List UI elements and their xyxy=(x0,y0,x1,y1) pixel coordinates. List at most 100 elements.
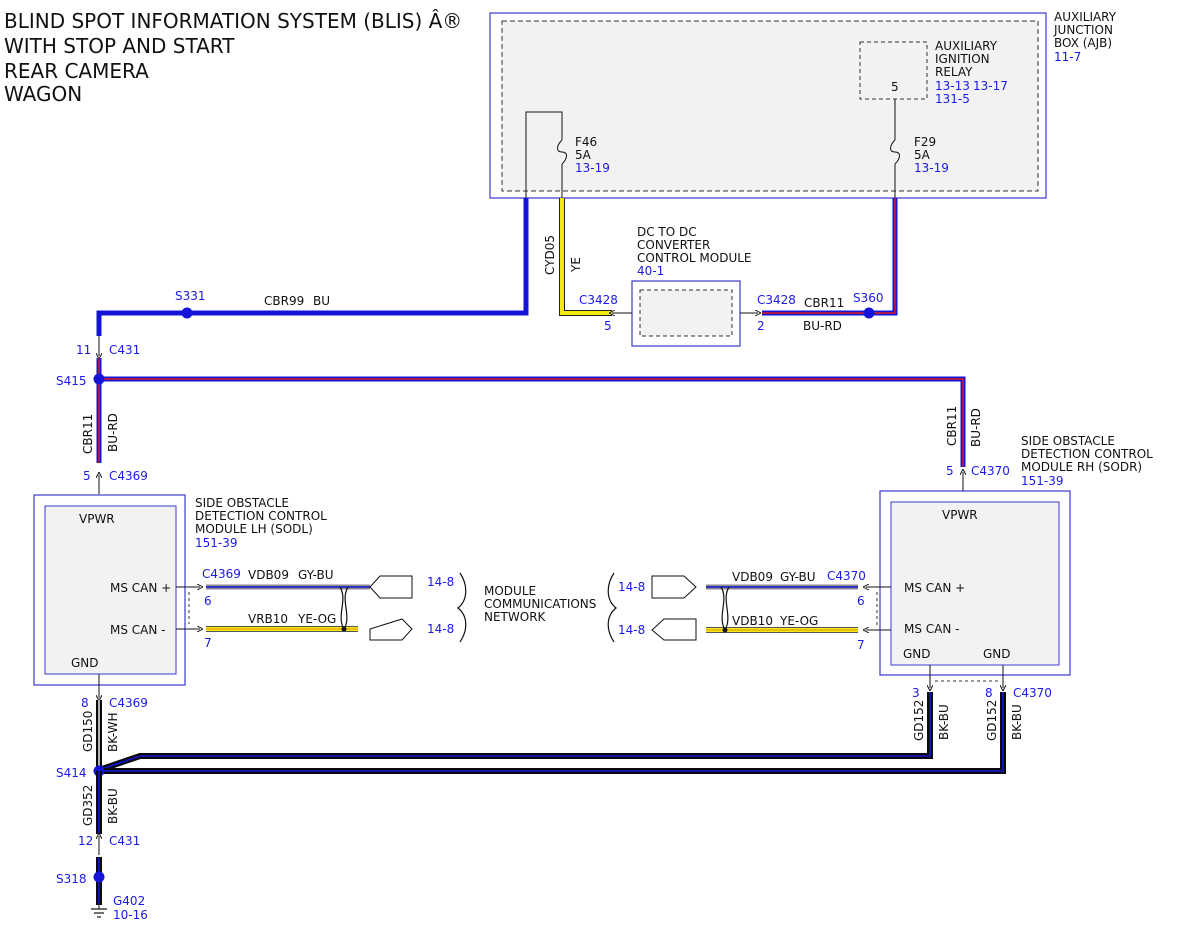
gnd-right-pin-1: 3 xyxy=(912,686,920,700)
gd152-2-color: BK-BU xyxy=(1010,704,1024,740)
title-line-3: REAR CAMERA xyxy=(4,59,149,83)
c431-top-conn: C431 xyxy=(109,343,140,357)
ajb-block: AUXILIARY JUNCTION BOX (AJB) 11-7 xyxy=(489,10,1117,199)
aux-ignition-relay: 5 AUXILIARY IGNITION RELAY 13-13 13-17 1… xyxy=(859,39,1008,106)
sodl-label-1: SIDE OBSTACLE xyxy=(195,496,289,510)
c3428-left-pin: 5 xyxy=(604,319,612,333)
connector-c4369-top: 5 C4369 xyxy=(83,469,148,494)
ajb-label-2: JUNCTION xyxy=(1053,23,1113,37)
can-right: 14-8 14-8 VDB09 GY-BU VDB10 YE-OG C4370 … xyxy=(607,569,891,652)
diagram-title: BLIND SPOT INFORMATION SYSTEM (BLIS) Â® … xyxy=(4,9,462,106)
fuse-f46: F46 5A 13-19 xyxy=(525,111,610,198)
relay-pin: 5 xyxy=(891,80,899,94)
title-line-2: WITH STOP AND START xyxy=(4,34,235,58)
ajb-label-1: AUXILIARY xyxy=(1054,10,1117,24)
dcdc-label-3: CONTROL MODULE xyxy=(637,251,752,265)
sodr-vpwr: VPWR xyxy=(942,508,978,522)
gd152-1-circuit: GD152 xyxy=(912,700,926,741)
sodr-ref: 151-39 xyxy=(1021,474,1064,488)
dcdc-label-1: DC TO DC xyxy=(637,225,697,239)
gd352-color: BK-BU xyxy=(106,788,120,824)
relay-ref-2: 13-17 xyxy=(973,79,1008,93)
cyd05-color: YE xyxy=(569,257,583,273)
can-left-plus-color: GY-BU xyxy=(298,568,334,582)
cbr11-left-color: BU-RD xyxy=(106,413,120,452)
can-left-conn: C4369 xyxy=(202,567,241,581)
sodr-label-2: DETECTION CONTROL xyxy=(1021,447,1153,461)
sodr-module: VPWR MS CAN + MS CAN - GND GND SIDE OBST… xyxy=(879,434,1153,676)
sodl-label-3: MODULE LH (SODL) xyxy=(195,522,313,536)
s414-label: S414 xyxy=(56,766,87,780)
can-left: C4369 6 7 VDB09 GY-BU VRB10 YE-OG 14-8 1… xyxy=(176,567,467,650)
can-left-plus-circuit: VDB09 xyxy=(248,568,289,582)
network-line-1: MODULE xyxy=(484,584,536,598)
wire-cbr11-top: S360 CBR11 BU-RD xyxy=(762,198,898,333)
wire-cbr99: S331 CBR99 BU xyxy=(96,198,529,336)
c431-top-pin: 11 xyxy=(76,343,91,357)
splice-s360 xyxy=(863,307,875,319)
c3428-right-conn: C3428 xyxy=(757,293,796,307)
c4369-top-conn: C4369 xyxy=(109,469,148,483)
can-right-pin-plus: 6 xyxy=(857,594,865,608)
sodr-label-1: SIDE OBSTACLE xyxy=(1021,434,1115,448)
splice-s318 xyxy=(93,871,105,883)
sodl-can-plus: MS CAN + xyxy=(110,581,171,595)
s415-label: S415 xyxy=(56,374,87,388)
cbr11-left-circuit: CBR11 xyxy=(81,414,95,454)
c4370-top-conn: C4370 xyxy=(971,464,1010,478)
network-label: MODULE COMMUNICATIONS NETWORK xyxy=(484,584,596,624)
f46-ref: 13-19 xyxy=(575,161,610,175)
gnd-left-pin: 8 xyxy=(81,696,89,710)
can-right-minus-color: YE-OG xyxy=(779,614,818,628)
dcdc-converter: DC TO DC CONVERTER CONTROL MODULE 40-1 C… xyxy=(628,225,796,347)
fuse-f29: F29 5A 13-19 xyxy=(890,99,949,198)
cyd05-circuit: CYD05 xyxy=(543,235,557,275)
c431-bottom-conn: C431 xyxy=(109,834,140,848)
f29-name: F29 xyxy=(914,135,936,149)
ground-symbol-icon xyxy=(91,903,107,918)
c3428-left-conn: C3428 xyxy=(579,293,618,307)
s360-label: S360 xyxy=(853,291,884,305)
connector-c431-top: 11 C431 xyxy=(76,336,140,357)
c431-bottom-pin: 12 xyxy=(78,834,93,848)
wire-cyd05: CYD05 YE C3428 5 xyxy=(543,198,628,333)
title-line-4: WAGON xyxy=(4,82,82,106)
can-right-plus-ref: 14-8 xyxy=(618,580,645,594)
cbr11-right-circuit: CBR11 xyxy=(945,406,959,446)
relay-label-3: RELAY xyxy=(935,65,973,79)
sodr-gnd-2: GND xyxy=(983,647,1011,661)
cbr11-top-circuit: CBR11 xyxy=(804,296,844,310)
can-right-minus-circuit: VDB10 xyxy=(732,614,773,628)
sodr-gnd-1: GND xyxy=(903,647,931,661)
sodr-can-minus: MS CAN - xyxy=(904,622,960,636)
can-right-plus-circuit: VDB09 xyxy=(732,570,773,584)
network-line-2: COMMUNICATIONS xyxy=(484,597,596,611)
g402-name: G402 xyxy=(113,894,145,908)
s318-label: S318 xyxy=(56,872,87,886)
dcdc-label-2: CONVERTER xyxy=(637,238,710,252)
g402-ref: 10-16 xyxy=(113,908,148,922)
f46-name: F46 xyxy=(575,135,597,149)
can-left-pin-minus: 7 xyxy=(204,636,212,650)
can-left-plus-ref: 14-8 xyxy=(427,575,454,589)
f46-rating: 5A xyxy=(575,148,592,162)
sodl-gnd: GND xyxy=(71,656,99,670)
f29-rating: 5A xyxy=(914,148,931,162)
sodl-label-2: DETECTION CONTROL xyxy=(195,509,327,523)
cbr11-top-color: BU-RD xyxy=(803,319,842,333)
gnd-right-pin-2: 8 xyxy=(985,686,993,700)
sodr-label-3: MODULE RH (SODR) xyxy=(1021,460,1142,474)
gd352-circuit: GD352 xyxy=(81,785,95,826)
cbr99-color: BU xyxy=(313,294,330,308)
gnd-right-conn: C4370 xyxy=(1013,686,1052,700)
c3428-right-pin: 2 xyxy=(757,319,765,333)
c4369-top-pin: 5 xyxy=(83,469,91,483)
splice-s331 xyxy=(181,307,193,319)
sodl-ref: 151-39 xyxy=(195,536,238,550)
gnd-left-conn: C4369 xyxy=(109,696,148,710)
gd150-color: BK-WH xyxy=(106,712,120,752)
cbr11-right-color: BU-RD xyxy=(969,408,983,447)
sodl-vpwr: VPWR xyxy=(79,512,115,526)
cbr99-circuit: CBR99 xyxy=(264,294,304,308)
